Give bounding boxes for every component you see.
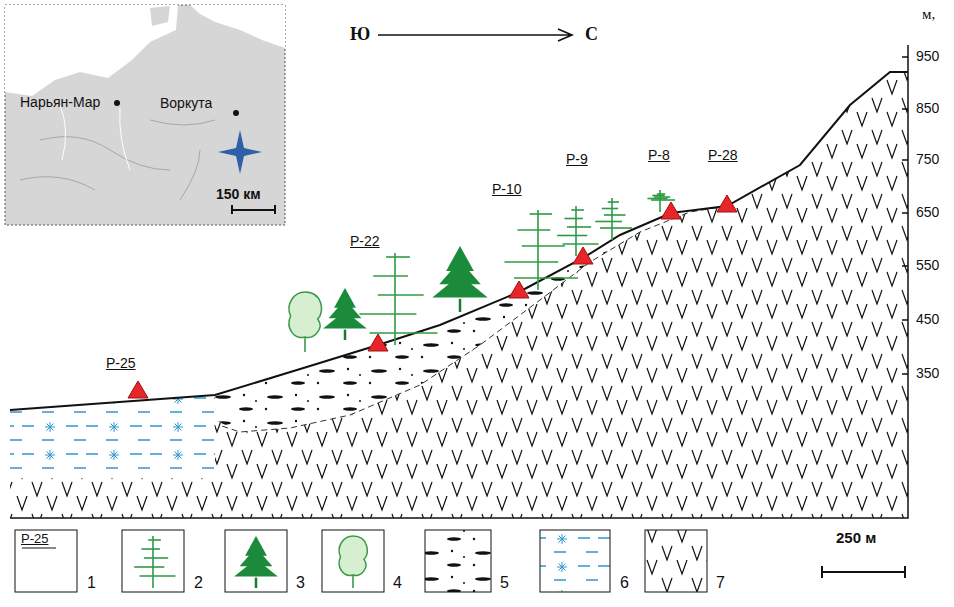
scale-label: 250 м bbox=[836, 530, 876, 547]
city-name: Воркута bbox=[160, 96, 212, 111]
vegetation bbox=[289, 190, 675, 352]
direction-label: Ю bbox=[350, 25, 370, 45]
sample-triangle bbox=[368, 334, 388, 351]
axis-unit: м, bbox=[922, 6, 935, 23]
sample-triangle bbox=[717, 195, 737, 212]
axis-ticks bbox=[902, 57, 908, 374]
map-scale-bar bbox=[232, 205, 275, 214]
axis-value: 550 bbox=[916, 258, 939, 273]
sample-points bbox=[36, 195, 737, 576]
inset-map bbox=[5, 5, 285, 225]
sample-label: Р-25 bbox=[106, 356, 136, 371]
sample-label: Р-28 bbox=[708, 148, 738, 163]
axis-value: 450 bbox=[916, 312, 939, 327]
legend-number: 6 bbox=[620, 574, 629, 592]
legend-number: 7 bbox=[716, 574, 725, 592]
legend-number: 5 bbox=[500, 574, 509, 592]
legend-number: 1 bbox=[87, 574, 96, 592]
axis-value: 350 bbox=[916, 366, 939, 381]
sample-triangle bbox=[509, 281, 529, 298]
legend-number: 4 bbox=[393, 574, 402, 592]
location-star bbox=[218, 130, 262, 174]
legend bbox=[15, 530, 707, 592]
sample-label: Р-10 bbox=[492, 182, 522, 197]
sample-label: Р-9 bbox=[566, 152, 588, 167]
axis-value: 950 bbox=[916, 49, 939, 64]
direction-arrow bbox=[378, 29, 572, 41]
sample-label: Р-25 bbox=[21, 532, 48, 546]
legend-number: 2 bbox=[194, 574, 203, 592]
deposit-boundary bbox=[222, 206, 727, 432]
scale-label: 150 км bbox=[216, 187, 261, 202]
ground-surface bbox=[10, 72, 908, 410]
axis-value: 850 bbox=[916, 101, 939, 116]
sample-label: Р-22 bbox=[350, 234, 380, 249]
sample-triangle bbox=[128, 381, 148, 398]
direction-label: С bbox=[585, 25, 598, 45]
sample-triangle bbox=[661, 202, 681, 219]
slope-deposits bbox=[215, 206, 727, 432]
city-name: Нарьян-Мар bbox=[20, 95, 100, 110]
frame bbox=[10, 45, 908, 518]
legend-number: 3 bbox=[296, 574, 305, 592]
bedrock bbox=[10, 72, 908, 518]
scale-bar bbox=[822, 566, 905, 578]
axis-value: 750 bbox=[916, 152, 939, 167]
axis-value: 650 bbox=[916, 205, 939, 220]
sample-label: Р-8 bbox=[648, 148, 670, 163]
sample-triangle bbox=[573, 247, 593, 264]
